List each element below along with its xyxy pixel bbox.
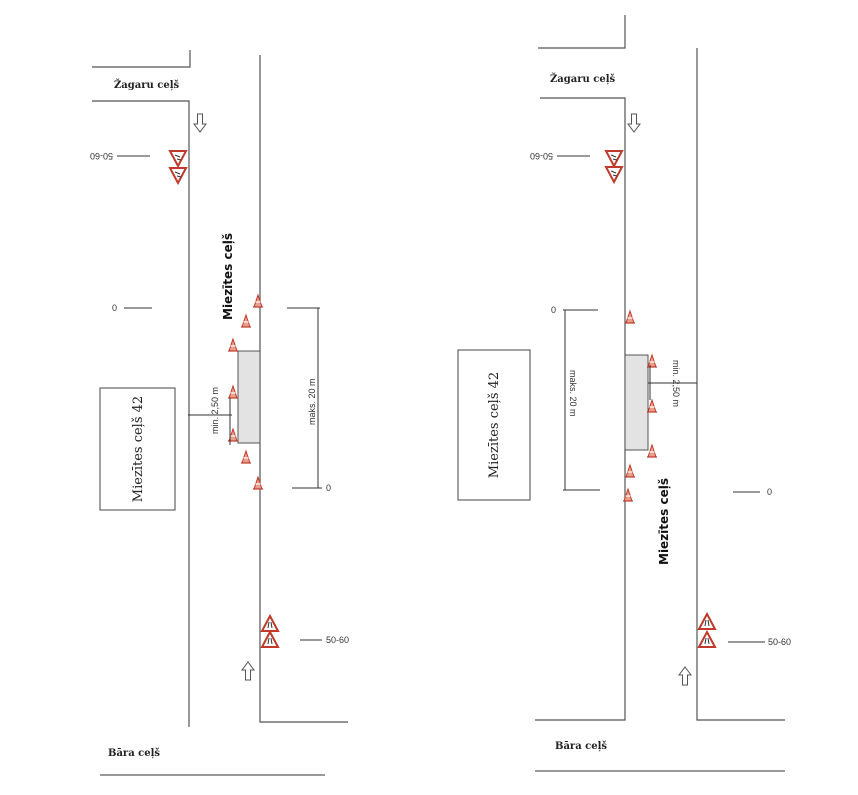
zero-label-top: 0 (112, 303, 117, 313)
bottom-street-label: Bāra ceļš (555, 741, 607, 752)
bottom-street-label: Bāra ceļš (108, 748, 160, 759)
road-edge (696, 48, 785, 721)
road-edge (538, 15, 626, 49)
max-length-dimension (287, 307, 322, 489)
direction-arrow-up-icon (678, 666, 692, 686)
warning-sign-icon (261, 631, 279, 648)
max-length-label: maks. 20 m (307, 378, 317, 425)
house-box (99, 387, 176, 511)
left-scheme: Žagaru ceļš Bāra ceļš 50-60 0 Miezītes c… (90, 50, 349, 776)
top-street-label: Žagaru ceļš (550, 73, 616, 85)
speed-label-bottom: 50-60 (326, 635, 349, 645)
speed-label-bottom: 50-60 (768, 637, 791, 647)
cone-icon (240, 450, 252, 464)
min-width-label: min. 2,50 m (671, 360, 681, 407)
cone-icon (252, 294, 264, 308)
house-label: Miezītes ceļš 42 (487, 372, 502, 478)
max-length-label: maks. 20 m (568, 370, 578, 417)
warning-sign-icon (169, 150, 187, 167)
zero-label-bottom: 0 (767, 487, 772, 497)
cone-icon (624, 464, 636, 478)
warning-sign-icon (261, 615, 279, 632)
main-road-label: Miezītes ceļš (221, 233, 235, 320)
cone-icon (227, 338, 239, 352)
road-edge (535, 97, 626, 721)
warning-sign-icon (169, 167, 187, 184)
cone-icon (240, 314, 252, 328)
speed-label-top: 50-60 (90, 151, 113, 161)
warning-sign-icon (605, 166, 623, 183)
min-width-dimension (188, 398, 232, 445)
min-width-dimension (648, 365, 697, 400)
road-edge (92, 100, 190, 727)
cone-icon (252, 476, 264, 490)
warning-sign-icon (698, 631, 716, 648)
direction-arrow-down-icon (627, 113, 641, 133)
road-edge (92, 50, 191, 68)
top-street-label: Žagaru ceļš (114, 79, 180, 91)
min-width-label: min. 2,50 m (210, 387, 220, 434)
speed-label-top: 50-60 (530, 151, 553, 161)
cone-icon (227, 385, 239, 399)
direction-arrow-down-icon (193, 113, 207, 133)
main-road-label: Miezītes ceļš (657, 478, 671, 565)
work-area (624, 354, 649, 451)
house-box (457, 349, 531, 501)
max-length-dimension (563, 309, 600, 491)
warning-sign-icon (605, 150, 623, 167)
road-edge (259, 55, 348, 723)
right-scheme: Žagaru ceļš Bāra ceļš 50-60 0 maks. 20 m… (457, 15, 791, 772)
work-area (237, 350, 261, 444)
zero-label-bottom: 0 (326, 483, 331, 493)
house-label: Miezītes ceļš 42 (131, 396, 146, 502)
zero-label-top: 0 (551, 305, 556, 315)
cone-icon (624, 310, 636, 324)
warning-sign-icon (698, 613, 716, 630)
direction-arrow-up-icon (241, 661, 255, 681)
